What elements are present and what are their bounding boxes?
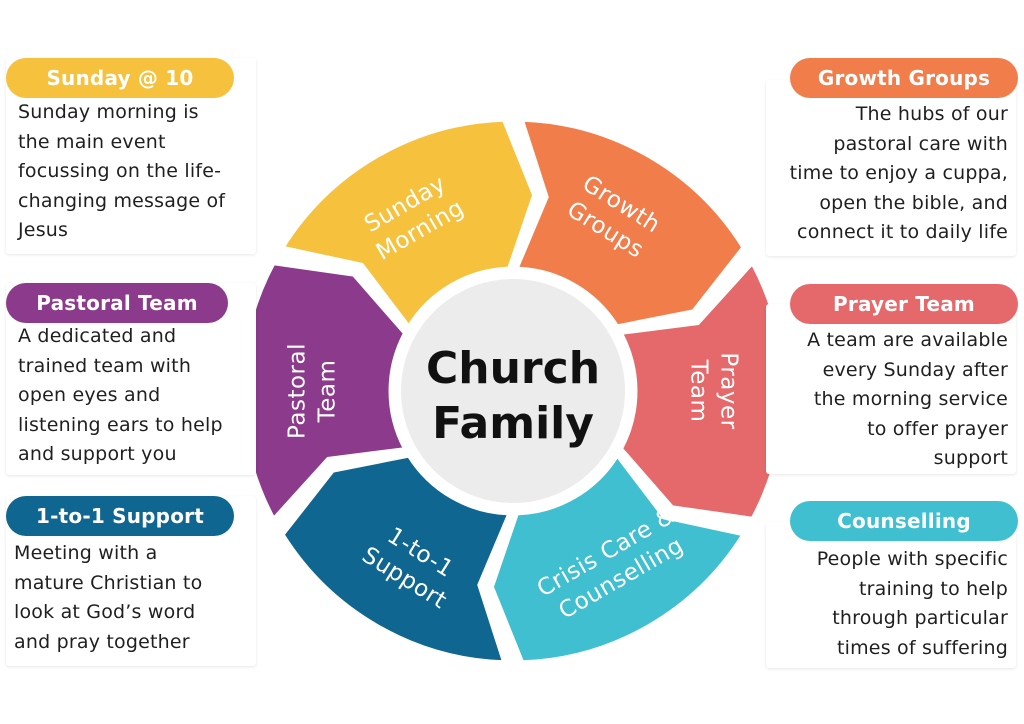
card-counselling-title: Counselling <box>790 501 1018 541</box>
center-title-line1: Church <box>426 343 600 394</box>
card-growth <box>766 80 1016 256</box>
segment-growth <box>515 118 745 328</box>
card-sunday-title: Sunday @ 10 <box>6 58 234 98</box>
segment-pastoral-line1: Pastoral <box>285 343 311 439</box>
card-growth-text: The hubs of our pastoral care with time … <box>789 103 1008 243</box>
card-sunday-text: Sunday morning is the main event focussi… <box>18 101 226 241</box>
card-counselling <box>766 522 1016 668</box>
segment-prayer-line1: Prayer <box>716 352 742 429</box>
center-title-line2: Family <box>432 398 594 449</box>
segment-pastoral-line2: Team <box>315 360 341 424</box>
card-pastoral-title: Pastoral Team <box>6 283 228 323</box>
card-prayer <box>766 304 1016 474</box>
segment-prayer-line2: Team <box>686 359 712 423</box>
segment-sunday <box>280 118 536 329</box>
card-support-text: Meeting with a mature Christian to look … <box>14 542 203 653</box>
segment-support <box>281 454 511 664</box>
center-circle <box>401 279 625 503</box>
card-support-title: 1-to-1 Support <box>6 496 234 536</box>
card-pastoral-text: A dedicated and trained team with open e… <box>18 325 223 465</box>
card-growth-title: Growth Groups <box>790 58 1018 98</box>
card-prayer-title: Prayer Team <box>790 284 1018 324</box>
card-counselling-text: People with specific training to help th… <box>816 548 1008 659</box>
segment-crisis <box>490 453 746 664</box>
card-prayer-text: A team are available every Sunday after … <box>807 329 1008 469</box>
